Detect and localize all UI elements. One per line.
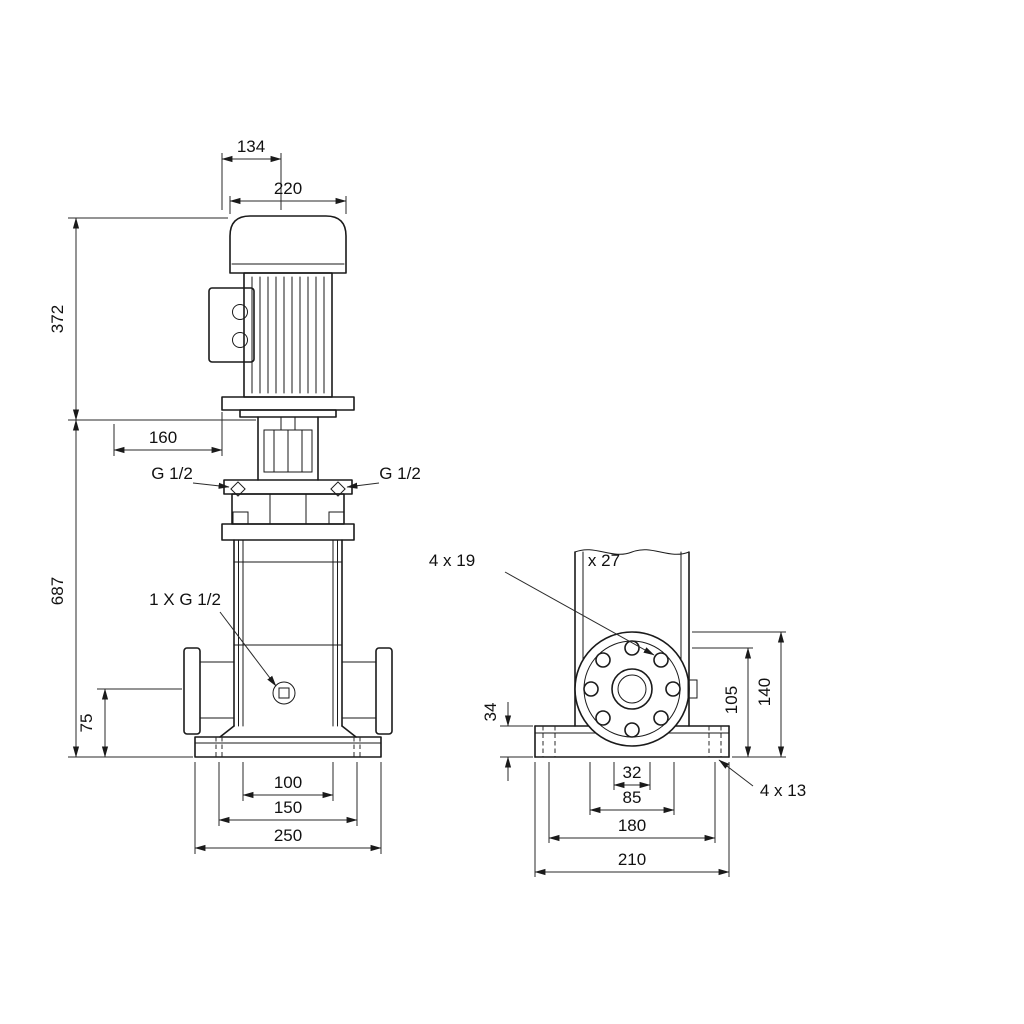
- discharge-flange-right: [341, 647, 393, 735]
- dim-150: 150: [274, 798, 302, 817]
- dim-687: 687: [48, 577, 67, 605]
- dim-134: 134: [237, 137, 265, 156]
- dim-220: 220: [274, 179, 302, 198]
- vent-plug-right: [330, 481, 346, 497]
- dimensions-front: 134 220 372 160 687 75 G 1/2: [48, 137, 421, 854]
- flange-bore-inner: [617, 674, 647, 704]
- drain-plug: [272, 681, 296, 705]
- dim-140: 140: [755, 678, 774, 706]
- pump-head: [221, 479, 355, 541]
- port-label-left: G 1/2: [151, 464, 193, 483]
- pump-base-side: [534, 725, 730, 758]
- dim-180: 180: [618, 816, 646, 835]
- dim-372: 372: [48, 305, 67, 333]
- flange-holes-label: 4 x 19: [429, 551, 475, 570]
- dim-105: 105: [722, 686, 741, 714]
- dim-210: 210: [618, 850, 646, 869]
- motor: [229, 215, 347, 398]
- counterbore-label: x 27: [588, 551, 620, 570]
- flange-face: [574, 631, 698, 747]
- port-label-right: G 1/2: [379, 464, 421, 483]
- pump-base-front: [194, 725, 382, 758]
- flange-tab: [687, 679, 698, 699]
- flange-bore-outer: [611, 668, 653, 710]
- suction-flange-left: [183, 647, 235, 735]
- dim-75: 75: [77, 714, 96, 733]
- terminal-box: [208, 287, 255, 363]
- side-view: 4 x 19 x 27 34 105 140 32: [429, 549, 806, 877]
- dim-34: 34: [481, 703, 500, 722]
- staybolt-nut-left: [232, 511, 249, 525]
- cable-entry-top: [232, 304, 248, 320]
- flange-bolt-holes: [583, 640, 681, 738]
- base-holes-label: 4 x 13: [760, 781, 806, 800]
- drain-label: 1 X G 1/2: [149, 590, 221, 609]
- staybolt-nut-right: [328, 511, 345, 525]
- dim-160: 160: [149, 428, 177, 447]
- coupling: [257, 416, 319, 481]
- dim-32: 32: [623, 763, 642, 782]
- cable-entry-bottom: [232, 332, 248, 348]
- chamber-stack: [233, 539, 343, 727]
- vent-plug-left: [230, 481, 246, 497]
- front-view: 134 220 372 160 687 75 G 1/2: [48, 137, 421, 854]
- dim-100: 100: [274, 773, 302, 792]
- motor-fins: [251, 276, 325, 394]
- dim-85: 85: [623, 788, 642, 807]
- motor-flange: [221, 396, 355, 418]
- dimensions-side: 4 x 19 x 27 34 105 140 32: [429, 551, 806, 877]
- dim-250: 250: [274, 826, 302, 845]
